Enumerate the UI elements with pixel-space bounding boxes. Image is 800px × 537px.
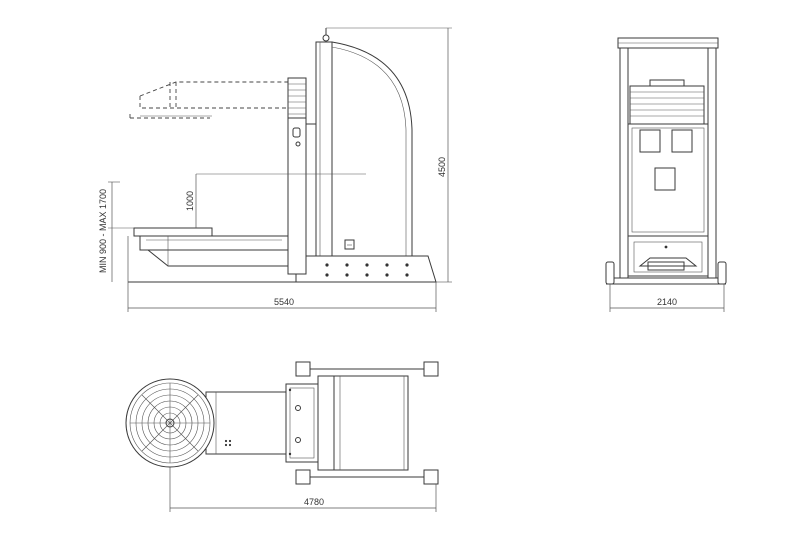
tower-column: [315, 41, 333, 257]
raised-table-outline: [129, 81, 288, 119]
turntable: [133, 227, 289, 267]
side-view: 1000 MIN 900 - MAX 1700 5540 4500: [98, 27, 452, 312]
height-dimension: 4500: [437, 157, 447, 177]
length-dimension: 5540: [274, 297, 294, 307]
front-carriage-panel: [627, 123, 709, 237]
frame-corner: [423, 361, 439, 377]
carriage: [287, 117, 307, 275]
width-dimension: 2140: [657, 297, 677, 307]
front-stacked-block: [629, 85, 705, 125]
frame-corner: [423, 469, 439, 485]
frame-corner: [295, 361, 311, 377]
front-view: 2140: [605, 37, 727, 312]
top-length-dimension: 4780: [304, 497, 324, 507]
turntable-top: [125, 378, 215, 468]
table-height-dimension: MIN 900 - MAX 1700: [98, 189, 108, 273]
frame-corner: [295, 469, 311, 485]
top-carriage: [285, 383, 319, 463]
lift-travel-dimension: 1000: [185, 191, 195, 211]
base-bolts: [325, 263, 409, 277]
base-frame: [295, 255, 437, 283]
top-arm: [205, 391, 287, 455]
top-view: 4780: [125, 361, 439, 512]
front-base-unit: [627, 235, 709, 277]
arc-guard: [331, 41, 413, 256]
